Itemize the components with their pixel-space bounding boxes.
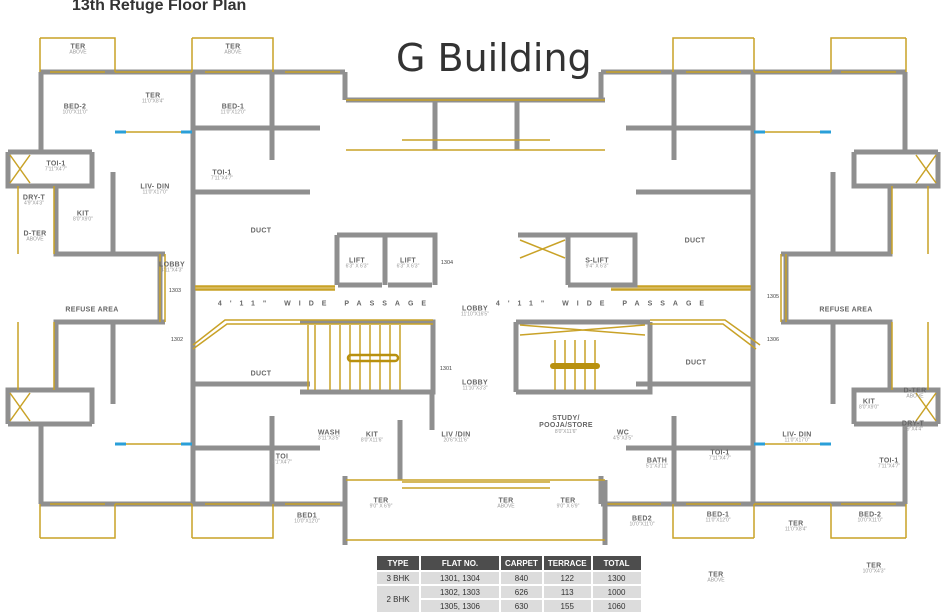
flats-cell: 1305, 1306 <box>421 600 499 612</box>
building-name: G Building <box>396 36 592 80</box>
total-cell: 1060 <box>592 600 641 612</box>
table-row: 1305, 1306 630 155 1060 <box>377 600 641 612</box>
terrace-cell: 113 <box>543 586 591 598</box>
stair-handrail <box>550 363 600 369</box>
column-header: TOTAL <box>592 556 641 570</box>
total-cell: 1300 <box>592 572 641 584</box>
flat-number: 1304 <box>440 260 454 266</box>
core-gold-lines <box>192 99 761 541</box>
carpet-cell: 630 <box>501 600 542 612</box>
flat-number: 1302 <box>170 337 184 343</box>
flat-number: 1303 <box>168 288 182 294</box>
duct-label: DUCT <box>250 227 272 235</box>
passage-label: 4'11" WIDE PASSAGE <box>495 300 713 308</box>
terrace-cell: 122 <box>543 572 591 584</box>
refuse-area-label: REFUSE AREA <box>65 306 119 314</box>
total-cell: 1000 <box>592 586 641 598</box>
column-header: CARPET <box>501 556 542 570</box>
table-row: 3 BHK 1301, 1304 840 122 1300 <box>377 572 641 584</box>
type-cell: 3 BHK <box>377 572 419 584</box>
duct-label: DUCT <box>684 237 706 245</box>
terrace-cell: 155 <box>543 600 591 612</box>
flats-cell: 1302, 1303 <box>421 586 499 598</box>
column-header: TYPE <box>377 556 419 570</box>
stair-handrail <box>346 353 400 363</box>
flat-number: 1301 <box>439 366 453 372</box>
table-header-row: TYPE FLAT NO. CARPET TERRACE TOTAL <box>377 556 641 570</box>
unit-top-right <box>601 38 938 290</box>
column-header: FLAT NO. <box>421 556 499 570</box>
carpet-cell: 626 <box>501 586 542 598</box>
core-walls <box>300 97 653 545</box>
carpet-cell: 840 <box>501 572 542 584</box>
refuse-area-label: REFUSE AREA <box>819 306 873 314</box>
table-row: 2 BHK 1302, 1303 626 113 1000 <box>377 586 641 612</box>
flat-number: 1305 <box>766 294 780 300</box>
type-cell: 2 BHK <box>377 586 419 612</box>
flats-cell: 1301, 1304 <box>421 572 499 584</box>
column-header: TERRACE <box>543 556 591 570</box>
area-table: TYPE FLAT NO. CARPET TERRACE TOTAL 3 BHK… <box>375 554 643 614</box>
duct-label: DUCT <box>250 370 272 378</box>
flat-number: 1306 <box>766 337 780 343</box>
plan-title: 13th Refuge Floor Plan <box>72 0 247 14</box>
passage-label: 4'11" WIDE PASSAGE <box>217 300 435 308</box>
duct-label: DUCT <box>685 359 707 367</box>
